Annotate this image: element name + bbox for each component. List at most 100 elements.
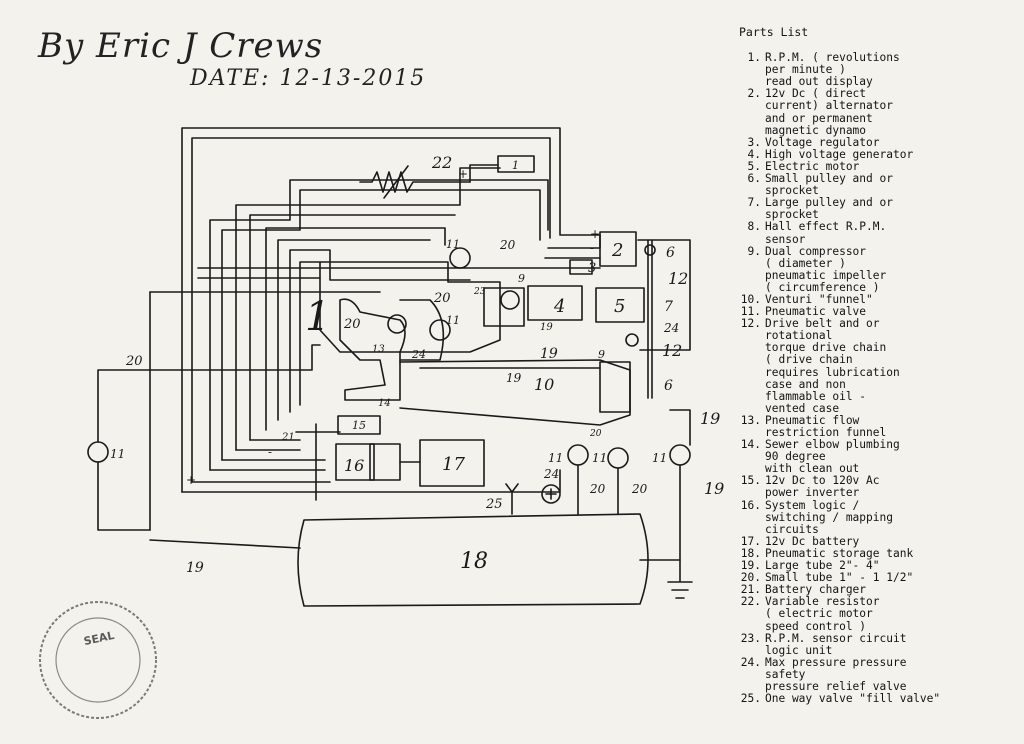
parts-list-item-text: System logic / switching / mapping circu… bbox=[765, 498, 893, 536]
parts-list-item: 4.High voltage generator bbox=[737, 148, 1021, 161]
valve-11-a bbox=[449, 247, 471, 269]
parts-list-item: 1.R.P.M. ( revolutions per minute ) read… bbox=[737, 51, 1021, 89]
wire-loop-4 bbox=[221, 189, 541, 461]
parts-list-item: 9.Dual compressor ( diameter ) pneumatic… bbox=[737, 244, 1021, 294]
inverter-15-box bbox=[337, 415, 381, 435]
label-11-f: 11 bbox=[652, 451, 667, 465]
parts-list-item-text: 12v Dc to 120v Ac power inverter bbox=[765, 474, 880, 500]
parts-list-item: 25. One way valve "fill valve" bbox=[737, 692, 1021, 706]
relief-valve-24-top bbox=[625, 333, 639, 347]
label-6-bottom: 6 bbox=[664, 378, 673, 394]
parts-list: Parts List 1.R.P.M. ( revolutions per mi… bbox=[737, 26, 1021, 705]
parts-list-item-text: One way valve "fill valve" bbox=[765, 692, 941, 706]
parts-list-item-number: 3. bbox=[747, 135, 761, 149]
resistor-22-arrow bbox=[383, 165, 409, 199]
wire-display-1 bbox=[469, 164, 499, 183]
label-11-e: 11 bbox=[592, 451, 607, 465]
label-7: 7 bbox=[664, 299, 673, 315]
wire-loop-9 bbox=[289, 249, 471, 413]
motor-5-box bbox=[595, 287, 645, 323]
label-24-a: 24 bbox=[411, 348, 426, 361]
valve-11-b bbox=[429, 319, 451, 341]
parts-list-item: 12.Drive belt and or rotational torque d… bbox=[737, 318, 1021, 415]
label-1-display: 1 bbox=[512, 159, 519, 172]
parts-list-item-text: Sewer elbow plumbing 90 degree with clea… bbox=[765, 438, 900, 476]
label-14: 14 bbox=[378, 398, 391, 409]
alternator-2-box bbox=[599, 231, 637, 267]
label-19-e: 19 bbox=[186, 560, 204, 576]
parts-list-item-number: 17. bbox=[740, 534, 761, 548]
label-13: 13 bbox=[372, 344, 385, 355]
valve-11-e bbox=[607, 447, 629, 469]
parts-list-item: 7.Large pulley and or sprocket bbox=[737, 197, 1021, 221]
ground-symbol bbox=[667, 559, 693, 599]
parts-list-item-number: 16. bbox=[740, 498, 761, 512]
parts-list-item: 13.Pneumatic flow restriction funnel bbox=[737, 413, 1021, 439]
regulator-3-box bbox=[569, 259, 593, 275]
parts-list-item-text: Small pulley and or sprocket bbox=[765, 172, 893, 198]
author-signature: By Eric J Crews bbox=[38, 26, 324, 66]
parts-list-item: 19.Large tube 2"- 4" bbox=[737, 559, 1021, 573]
label-20-d: 20 bbox=[125, 354, 143, 369]
tube-vert-4 bbox=[669, 409, 691, 446]
parts-list-item-number: 7. bbox=[747, 196, 761, 210]
battery-17-box bbox=[419, 439, 485, 487]
parts-list-item-number: 14. bbox=[740, 438, 761, 452]
parts-list-item-number: 24. bbox=[740, 655, 761, 669]
parts-list-item: 8.Hall effect R.P.M. sensor bbox=[737, 221, 1021, 245]
parts-list-item-number: 23. bbox=[740, 631, 761, 645]
label-5: 5 bbox=[614, 296, 625, 317]
polarity-minus-1: - bbox=[268, 445, 272, 459]
parts-list-item-text: Variable resistor ( electric motor speed… bbox=[765, 595, 880, 633]
part-labels: 1 1 2 3 4 5 6 6 7 9 9 10 11 11 11 11 11 … bbox=[110, 153, 724, 576]
parts-list-item-number: 12. bbox=[740, 317, 761, 331]
wire-loop-10 bbox=[299, 261, 321, 406]
fill-valve-25 bbox=[505, 483, 519, 515]
label-2: 2 bbox=[611, 240, 623, 261]
storage-tank-18 bbox=[297, 513, 649, 607]
label-11-left: 11 bbox=[110, 447, 125, 461]
label-19-d: 19 bbox=[704, 479, 724, 498]
label-19-a: 19 bbox=[540, 346, 558, 362]
label-4: 4 bbox=[553, 296, 565, 317]
parts-list-item-text: Dual compressor ( diameter ) pneumatic i… bbox=[765, 244, 887, 294]
label-15: 15 bbox=[352, 419, 366, 432]
parts-list-item-number: 2. bbox=[747, 87, 761, 101]
parts-list-item-number: 11. bbox=[740, 305, 761, 319]
parts-list-item-number: 15. bbox=[740, 474, 761, 488]
parts-list-item-text: 12v Dc ( direct current) alternator and … bbox=[765, 87, 893, 137]
label-19-b: 19 bbox=[506, 371, 522, 385]
label-19-c: 19 bbox=[700, 409, 720, 428]
label-23: 23 bbox=[473, 287, 486, 297]
wire-loop-2 bbox=[191, 137, 551, 483]
tube-19-loop-b bbox=[97, 461, 151, 531]
parts-list-item-number: 22. bbox=[740, 595, 761, 609]
parts-list-item: 23. R.P.M. sensor circuit logic unit bbox=[737, 631, 1021, 657]
tube-19-loop bbox=[97, 344, 321, 443]
parts-list-item: 22. Variable resistor ( electric motor sp… bbox=[737, 596, 1021, 632]
parts-list-item: 10.Venturi "funnel" bbox=[737, 292, 1021, 306]
parts-list-item-text: R.P.M. ( revolutions per minute ) read o… bbox=[765, 51, 900, 89]
parts-list-item-number: 25. bbox=[740, 692, 761, 706]
parts-list-item: 6.Small pulley and or sprocket bbox=[737, 172, 1021, 198]
housing-outline bbox=[319, 261, 501, 353]
parts-list-item-text: Pneumatic valve bbox=[765, 305, 867, 319]
parts-list-item-number: 13. bbox=[740, 413, 761, 427]
valve-11-d bbox=[567, 444, 589, 466]
charger-21 bbox=[295, 423, 341, 501]
parts-list-item-number: 10. bbox=[740, 292, 761, 306]
notary-seal-stamp: SEAL bbox=[34, 596, 162, 724]
logic-16-box bbox=[335, 443, 375, 481]
label-20-c: 20 bbox=[343, 317, 361, 332]
tube-19-bottom bbox=[149, 539, 301, 549]
parts-list-item-text: R.P.M. sensor circuit logic unit bbox=[765, 631, 907, 657]
wire-loop-8 bbox=[277, 239, 431, 421]
parts-list-item-number: 18. bbox=[740, 546, 761, 560]
parts-list-item-number: 20. bbox=[740, 571, 761, 585]
pulley-6-top bbox=[644, 244, 656, 256]
wire-right bbox=[637, 239, 691, 351]
chain-case-8 bbox=[599, 361, 631, 413]
parts-list-item-number: 19. bbox=[740, 559, 761, 573]
parts-list-item: 16. System logic / switching / mapping ci… bbox=[737, 498, 1021, 536]
